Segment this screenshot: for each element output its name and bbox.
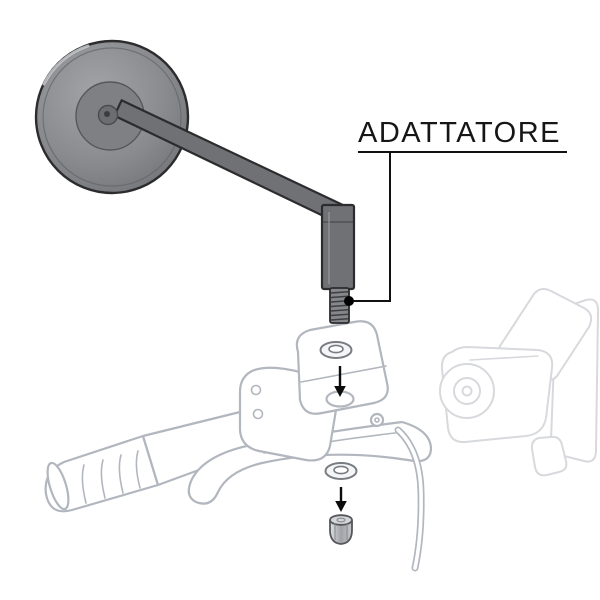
grip-ridge [100, 459, 106, 499]
adapter-label: ADATTATORE [358, 117, 561, 149]
thread-ridge [330, 295, 349, 299]
pivot-screw [369, 412, 385, 428]
grip-end-cap [46, 461, 70, 511]
callout-anchor-dot [344, 296, 354, 306]
thread-ridge [330, 291, 349, 294]
thread-ridge [330, 304, 349, 308]
thread-ridge [330, 313, 349, 317]
acorn-nut-top-detail [336, 517, 346, 523]
adapter-post [320, 203, 356, 291]
thread-ridge [330, 309, 349, 312]
grip-ridge [81, 464, 87, 504]
clamp-screw [250, 384, 262, 396]
background-detail-line [469, 355, 539, 361]
mirror-mount-hole-inner [333, 396, 347, 404]
hardware [319, 341, 358, 545]
mirror-rim-ring [42, 47, 182, 187]
pivot-screw-center [374, 417, 380, 423]
arrow-head [335, 501, 347, 512]
washer-top [319, 341, 353, 359]
clamp-screw [252, 408, 264, 420]
callout-leader-line [353, 151, 567, 302]
washer-top-hole [328, 344, 344, 354]
grip-ridge [135, 450, 141, 489]
master-cylinder-body [238, 366, 338, 462]
grip-ridge [118, 454, 124, 494]
mirror-highlight [42, 44, 90, 86]
background-assembly [439, 288, 599, 477]
acorn-nut-top [329, 514, 353, 526]
acorn-nut [329, 514, 353, 545]
adapter-thread [329, 287, 350, 324]
arrow-head [334, 386, 346, 397]
washer-bottom [324, 462, 358, 480]
perch-contour [300, 365, 387, 383]
perch-clamp [295, 320, 389, 415]
callout: ADATTATORE [353, 117, 567, 302]
assembly-arrow-top [334, 366, 346, 397]
brake-cable-core [396, 428, 423, 570]
assembly-arrow-bottom [335, 487, 347, 512]
background-boss-center [461, 385, 473, 397]
washer-bottom-hole [333, 465, 349, 475]
mirror-assembly [34, 39, 356, 324]
background-tab [530, 435, 568, 477]
mirror-hub-dot [104, 111, 110, 117]
thread-ridge [330, 318, 349, 321]
lever-assembly [44, 320, 433, 572]
